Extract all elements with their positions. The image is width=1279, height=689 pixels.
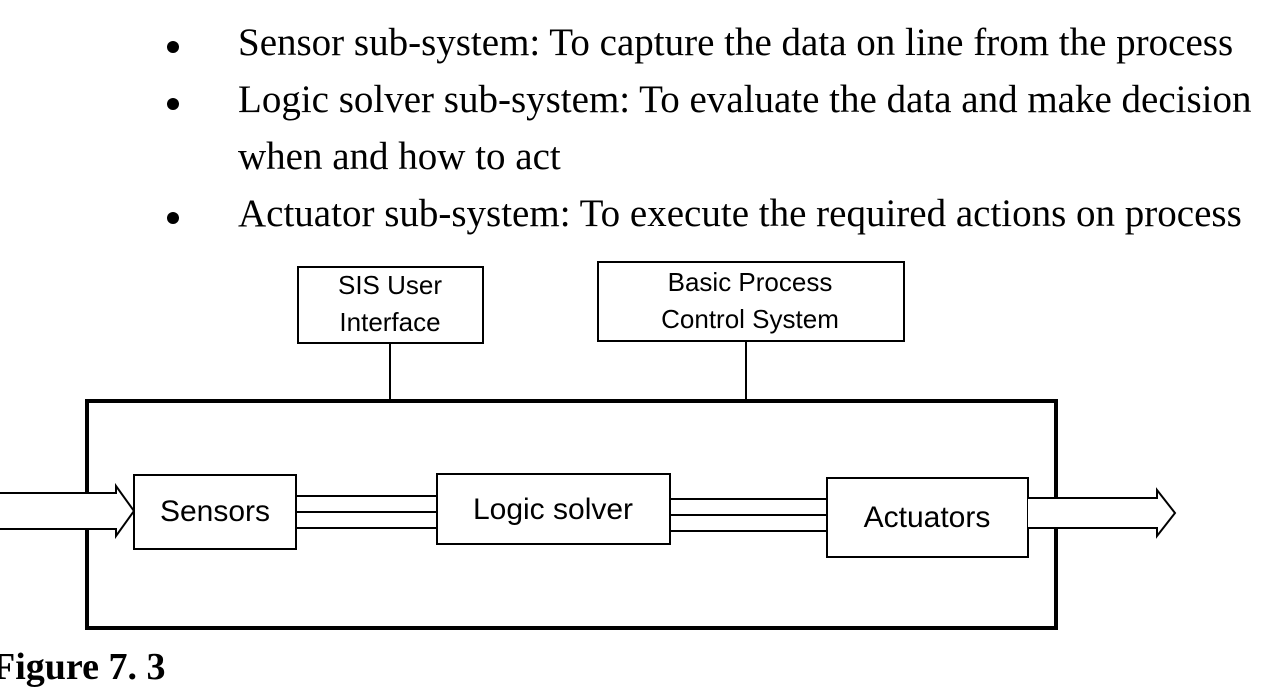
sis-user-interface-label-line1: SIS User	[338, 270, 442, 300]
actuators-label: Actuators	[864, 501, 991, 534]
bullet-dot	[167, 212, 179, 224]
logic-solver-box	[436, 473, 671, 545]
logic-solver-label: Logic solver	[473, 493, 633, 526]
sensors-label: Sensors	[160, 495, 270, 528]
bullet-text: Sensor sub-system: To capture the data o…	[238, 21, 1234, 64]
input-arrow	[0, 482, 136, 540]
bullet-text: Actuator sub-system: To execute the requ…	[238, 192, 1242, 235]
output-arrow	[1028, 487, 1177, 539]
bpcs-label-line1: Basic Process	[668, 267, 833, 297]
actuators-box	[826, 477, 1029, 558]
sis-user-interface-label-line2: Interface	[339, 307, 440, 337]
bpcs-label-line2: Control System	[661, 304, 839, 334]
bullet-list: Sensor sub-system: To capture the data o…	[0, 0, 1279, 250]
bpcs-box	[597, 261, 905, 342]
bullet-dot	[167, 98, 179, 110]
bullet-dot	[167, 41, 179, 53]
figure-caption: Figure 7. 3	[0, 646, 166, 688]
bullet-text-continuation: when and how to act	[238, 135, 561, 178]
bullet-text: Logic solver sub-system: To evaluate the…	[238, 78, 1252, 121]
sis-user-interface-box	[297, 266, 484, 344]
